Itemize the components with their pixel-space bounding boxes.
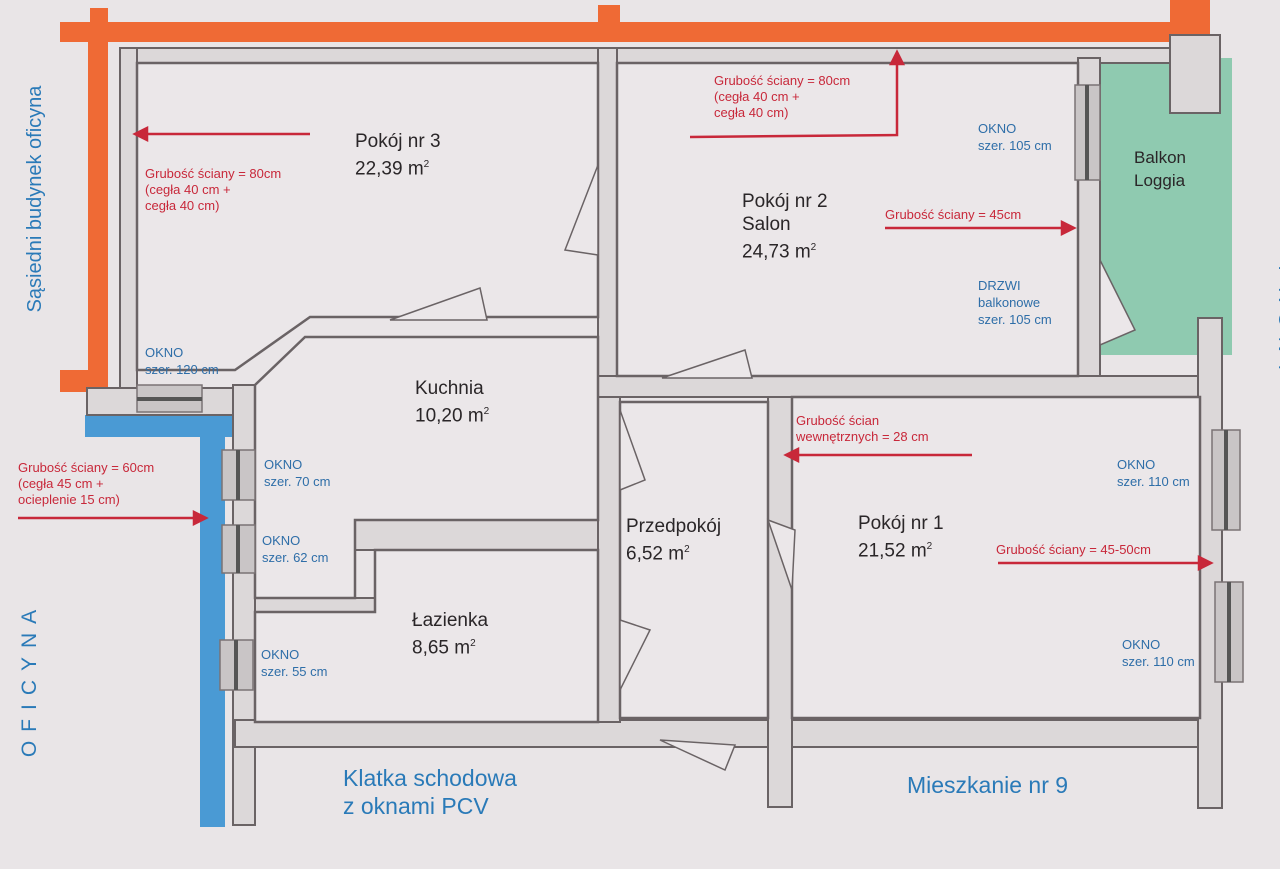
window-title: OKNO [262, 533, 301, 548]
note-line: cegła 40 cm) [145, 198, 220, 213]
window-title: OKNO [1122, 637, 1161, 652]
note-line: (cegła 40 cm + [145, 182, 231, 197]
bathroom-floor [253, 548, 600, 724]
room1-floor [790, 395, 1202, 720]
bathroom-window-label: OKNO szer. 55 cm [261, 646, 327, 680]
neighbor-wall [60, 0, 1210, 392]
insulated-wall [85, 415, 235, 827]
note-line: Grubość ściany = 60cm [18, 460, 155, 475]
bathroom-area: 8,65 m2 [412, 637, 476, 659]
hall-area: 6,52 m2 [626, 543, 690, 565]
kitchen-window1-label: OKNO szer. 70 cm [264, 456, 330, 490]
room2-subtitle: Salon [742, 214, 791, 235]
door-width: szer. 105 cm [978, 312, 1052, 327]
kitchen-name: Kuchnia [415, 378, 484, 399]
window-title: OKNO [1117, 457, 1156, 472]
hall-label: Przedpokój 6,52 m2 [626, 515, 721, 565]
front-label: FRONT [1274, 265, 1280, 383]
window-width: szer. 70 cm [264, 474, 331, 489]
room2-window-label: OKNO szer. 105 cm [978, 120, 1052, 154]
note-line: Grubość ściany = 80cm [145, 166, 282, 181]
staircase-line2: z oknami PCV [343, 793, 489, 819]
note-line: Grubość ścian [796, 413, 880, 428]
kitchen-area: 10,20 m2 [415, 405, 490, 427]
note-line: Grubość ściany = 80cm [714, 73, 851, 88]
staircase-line1: Klatka schodowa [343, 765, 517, 791]
window-width: szer. 55 cm [261, 664, 328, 679]
left-wall-note: Grubość ściany = 60cm (cegła 45 cm + oci… [18, 460, 154, 508]
window-width: szer. 105 cm [978, 138, 1052, 153]
note-line: cegła 40 cm) [714, 105, 789, 120]
rooms [135, 61, 1202, 724]
window-title: OKNO [261, 647, 300, 662]
window-title: OKNO [145, 345, 184, 360]
room3-name: Pokój nr 3 [355, 131, 441, 152]
room1-label: Pokój nr 1 21,52 m2 [858, 512, 944, 562]
oficyna-label: OFICYNA [18, 600, 41, 758]
dimension-arrows [18, 49, 1214, 572]
bathroom-name: Łazienka [412, 610, 489, 631]
kitchen-floor [253, 335, 600, 600]
room3-window-label: OKNO szer. 120 cm [145, 344, 219, 378]
note-line: wewnętrznych = 28 cm [796, 429, 929, 444]
room2-name: Pokój nr 2 [742, 191, 828, 212]
balcony-label: Balkon Loggia [1134, 146, 1186, 192]
door-title: DRZWI [978, 278, 1021, 293]
window-title: OKNO [978, 121, 1017, 136]
door-type: balkonowe [978, 295, 1041, 310]
window-width: szer. 120 cm [145, 362, 219, 377]
note-line: (cegła 40 cm + [714, 89, 800, 104]
balcony-line2: Loggia [1134, 171, 1186, 190]
room2-top-wall-note: Grubość ściany = 80cm (cegła 40 cm + ceg… [714, 73, 850, 121]
internal-walls-note: Grubość ścian wewnętrznych = 28 cm [796, 413, 929, 445]
room2-label: Pokój nr 2 Salon 24,73 m2 [742, 190, 828, 263]
neighbor-building-label: Sąsiedni budynek oficyna [24, 85, 46, 313]
window-title: OKNO [264, 457, 303, 472]
kitchen-window2-label: OKNO szer. 62 cm [262, 532, 328, 566]
room1-window-bottom-label: OKNO szer. 110 cm [1122, 636, 1195, 670]
room1-window-top-label: OKNO szer. 110 cm [1117, 456, 1190, 490]
note-line: (cegła 45 cm + [18, 476, 104, 491]
room3-label: Pokój nr 3 22,39 m2 [355, 130, 441, 180]
balcony-line1: Balkon [1134, 148, 1186, 167]
window-width: szer. 110 cm [1122, 654, 1195, 669]
hall-floor [618, 400, 770, 720]
hall-name: Przedpokój [626, 516, 722, 537]
room2-area: 24,73 m2 [742, 241, 817, 263]
window-width: szer. 62 cm [262, 550, 329, 565]
staircase-label: Klatka schodowa z oknami PCV [343, 764, 517, 820]
room1-area: 21,52 m2 [858, 540, 933, 562]
room2-floor [615, 61, 1080, 378]
apartment9-label: Mieszkanie nr 9 [907, 772, 1069, 798]
kitchen-label: Kuchnia 10,20 m2 [415, 377, 489, 427]
window-width: szer. 110 cm [1117, 474, 1190, 489]
room3-area: 22,39 m2 [355, 158, 430, 180]
room3-wall-note: Grubość ściany = 80cm (cegła 40 cm + ceg… [145, 166, 281, 214]
balcony-door-label: DRZWI balkonowe szer. 105 cm [978, 277, 1052, 328]
room1-right-wall-note: Grubość ściany = 45-50cm [996, 542, 1151, 557]
doors [389, 164, 1137, 772]
note-line: ocieplenie 15 cm) [18, 492, 120, 507]
windows [136, 84, 1244, 691]
room1-name: Pokój nr 1 [858, 513, 944, 534]
room3-floor [135, 61, 600, 372]
bathroom-label: Łazienka 8,65 m2 [412, 609, 488, 659]
room2-right-wall-note: Grubość ściany = 45cm [885, 207, 1022, 222]
